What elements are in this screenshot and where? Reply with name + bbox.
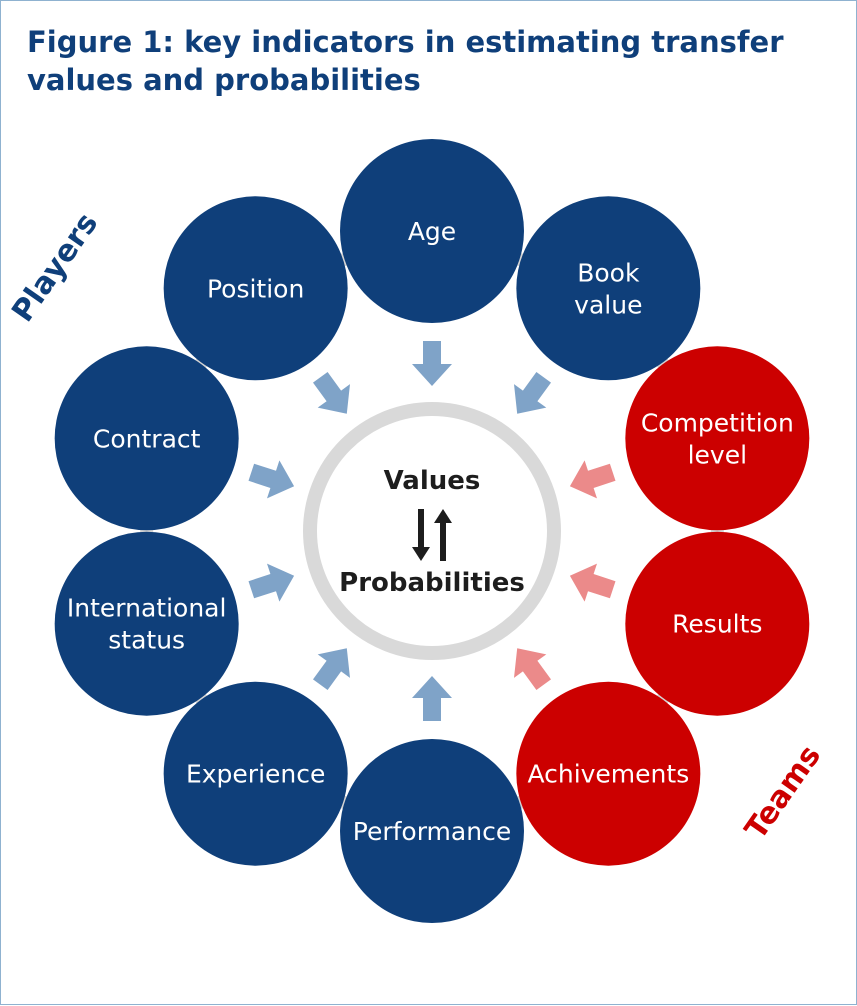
node-age: Age — [340, 139, 524, 323]
node-circle-competition-level — [625, 346, 810, 531]
node-label-results: Results — [672, 610, 762, 639]
node-competition-level: Competition level — [625, 346, 810, 531]
center-ring — [303, 402, 561, 660]
node-international-status: International status — [54, 531, 239, 716]
arrow-contract — [248, 460, 295, 499]
node-label-international-status: status — [108, 626, 185, 655]
arrow-experience — [313, 648, 350, 690]
node-circle-achivements — [516, 681, 701, 866]
node-label-position: Position — [207, 274, 304, 303]
node-label-competition-level: level — [688, 440, 747, 469]
node-label-competition-level: Competition — [641, 408, 794, 437]
node-circle-international-status — [54, 531, 239, 716]
up-arrow-icon — [434, 509, 452, 561]
node-label-age: Age — [408, 217, 456, 246]
node-results: Results — [625, 531, 810, 716]
arrow-competition-level — [569, 460, 616, 499]
center-probabilities-label: Probabilities — [339, 568, 525, 598]
down-arrow-icon — [412, 509, 430, 561]
arrow-achivements — [514, 648, 551, 690]
node-label-achivements: Achivements — [527, 760, 689, 789]
arrow-age — [412, 341, 452, 386]
node-label-performance: Performance — [353, 817, 511, 846]
node-position: Position — [163, 196, 348, 381]
node-circle-performance — [340, 739, 524, 923]
arrow-layer — [248, 341, 616, 721]
node-circle-contract — [54, 346, 239, 531]
arrow-performance — [412, 676, 452, 721]
teams-group-label: Teams — [738, 739, 828, 846]
figure-title: Figure 1: key indicators in estimating t… — [27, 25, 784, 97]
node-circle-book-value — [516, 196, 701, 381]
node-label-experience: Experience — [186, 760, 325, 789]
node-label-book-value: Book — [577, 258, 640, 287]
arrow-international-status — [248, 563, 295, 602]
node-book-value: Book value — [516, 196, 701, 381]
arrow-book-value — [514, 372, 551, 414]
node-circle-position — [163, 196, 348, 381]
players-group-label: Players — [5, 207, 105, 329]
arrow-position — [313, 372, 350, 414]
center-values-label: Values — [384, 466, 481, 496]
node-circle-results — [625, 531, 810, 716]
arrow-results — [569, 563, 616, 602]
node-contract: Contract — [54, 346, 239, 531]
node-label-contract: Contract — [93, 424, 201, 453]
node-label-international-status: International — [67, 594, 227, 623]
node-experience: Experience — [163, 681, 348, 866]
node-circle-experience — [163, 681, 348, 866]
node-circle-age — [340, 139, 524, 323]
node-label-book-value: value — [574, 290, 642, 319]
node-performance: Performance — [340, 739, 524, 923]
bidirectional-arrows-icon — [412, 509, 452, 561]
node-achivements: Achivements — [516, 681, 701, 866]
